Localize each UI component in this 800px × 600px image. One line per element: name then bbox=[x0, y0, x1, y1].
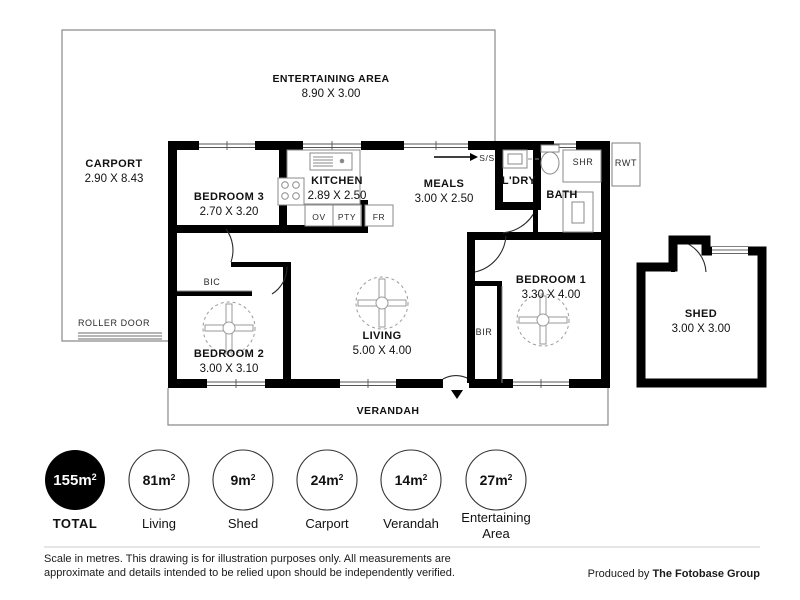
footer: Scale in metres. This drawing is for ill… bbox=[44, 552, 760, 580]
ceiling-fan-living bbox=[355, 276, 409, 330]
closet-lines bbox=[177, 286, 503, 383]
verandah-badge-value: 14m2 bbox=[395, 472, 428, 488]
label-bath: BATH bbox=[546, 189, 577, 201]
living-badge-circle bbox=[128, 449, 190, 511]
entertaining-badge-name-line1: Entertaining bbox=[461, 510, 530, 525]
verandah-badge-name: Verandah bbox=[383, 516, 439, 531]
label-kitchen: KITCHEN bbox=[311, 175, 363, 187]
label-ss: S/S bbox=[479, 153, 495, 163]
sink-icon bbox=[313, 156, 345, 167]
carport-badge-value: 24m2 bbox=[311, 472, 344, 488]
total-badge-name: TOTAL bbox=[53, 516, 98, 531]
dim-meals: 3.00 X 2.50 bbox=[415, 193, 474, 205]
laundry-fittings bbox=[502, 149, 528, 169]
label-bic: BIC bbox=[204, 277, 221, 287]
label-fr: FR bbox=[373, 212, 386, 222]
roller-door-symbol bbox=[78, 332, 162, 340]
dim-living: 5.00 X 4.00 bbox=[353, 345, 412, 357]
verandah-badge-circle bbox=[380, 449, 442, 511]
entry-door bbox=[442, 375, 470, 399]
dim-bedroom-3: 2.70 X 3.20 bbox=[200, 206, 259, 218]
direction-arrow-icon bbox=[434, 153, 478, 161]
entertaining-badge-name-line2: Area bbox=[482, 526, 510, 541]
entertaining-area-outline bbox=[168, 29, 496, 145]
footer-disclaimer: Scale in metres. This drawing is for ill… bbox=[44, 552, 455, 580]
carport-badge-circle bbox=[296, 449, 358, 511]
door-swings bbox=[225, 208, 707, 295]
label-ov: OV bbox=[312, 212, 325, 222]
carport-badge-name: Carport bbox=[305, 516, 349, 531]
cooktop-icon bbox=[277, 177, 305, 206]
label-bedroom-2: BEDROOM 2 bbox=[194, 348, 264, 360]
living-badge-name: Living bbox=[142, 516, 176, 531]
dim-bedroom-1: 3.30 X 4.00 bbox=[522, 289, 581, 301]
windows-bottom bbox=[207, 379, 569, 388]
verandah-outline bbox=[167, 388, 609, 426]
entertaining-badge-value: 27m2 bbox=[480, 472, 513, 488]
label-carport: CARPORT bbox=[85, 158, 142, 170]
kitchen-fittings bbox=[286, 149, 361, 205]
area-legend-item-total: 155m2 TOTAL bbox=[45, 450, 105, 531]
label-bedroom-3: BEDROOM 3 bbox=[194, 191, 264, 203]
shed-badge-value: 9m2 bbox=[231, 472, 256, 488]
shed-badge-name: Shed bbox=[228, 516, 258, 531]
ceiling-fan-bedroom2 bbox=[202, 301, 256, 355]
label-shed: SHED bbox=[685, 308, 717, 320]
dim-kitchen: 2.89 X 2.50 bbox=[308, 190, 367, 202]
label-laundry: L'DRY bbox=[502, 175, 536, 187]
total-badge-circle bbox=[45, 450, 105, 510]
shed-badge-circle bbox=[212, 449, 274, 511]
label-bedroom-1: BEDROOM 1 bbox=[516, 274, 586, 286]
footer-credit: Produced by The Fotobase Group bbox=[588, 552, 760, 580]
label-living: LIVING bbox=[362, 330, 401, 342]
living-badge-value: 81m2 bbox=[143, 472, 176, 488]
disclaimer-line-2: approximate and details intended to be r… bbox=[44, 567, 455, 579]
annotation-labels: ROLLER DOOR BIC BIR OV PTY FR S/S SHR RW… bbox=[78, 153, 637, 337]
area-legend-item-carport: 24m2 Carport bbox=[296, 449, 358, 531]
area-legend: 155m2 TOTAL 81m2 Living 9m2 Shed bbox=[45, 449, 531, 541]
label-shr: SHR bbox=[573, 157, 594, 167]
area-legend-item-shed: 9m2 Shed bbox=[212, 449, 274, 531]
outdoor-outlines bbox=[61, 29, 609, 426]
area-legend-item-verandah: 14m2 Verandah bbox=[380, 449, 442, 531]
dim-entertaining-area: 8.90 X 3.00 bbox=[302, 88, 361, 100]
entertaining-badge-circle bbox=[465, 449, 527, 511]
label-entertaining-area: ENTERTAINING AREA bbox=[272, 73, 389, 85]
label-roller-door: ROLLER DOOR bbox=[78, 318, 150, 328]
windows-top bbox=[199, 141, 576, 150]
label-meals: MEALS bbox=[424, 178, 465, 190]
rwt-tank bbox=[611, 142, 641, 187]
shed-structure bbox=[636, 235, 767, 388]
label-verandah: VERANDAH bbox=[357, 405, 420, 417]
disclaimer-line-1: Scale in metres. This drawing is for ill… bbox=[44, 553, 451, 565]
area-legend-item-living: 81m2 Living bbox=[128, 449, 190, 531]
kitchen-cabinets bbox=[304, 204, 394, 227]
room-text-labels: CARPORT 2.90 X 8.43 ENTERTAINING AREA 8.… bbox=[85, 73, 731, 417]
dim-carport: 2.90 X 8.43 bbox=[85, 173, 144, 185]
dim-shed: 3.00 X 3.00 bbox=[672, 323, 731, 335]
hall-wall-stubs bbox=[231, 262, 287, 267]
label-rwt: RWT bbox=[615, 158, 637, 168]
label-bir: BIR bbox=[476, 327, 493, 337]
area-legend-item-entertaining: 27m2 Entertaining Area bbox=[461, 449, 531, 541]
credit-prefix: Produced by bbox=[587, 568, 653, 580]
ceiling-fan-bedroom1 bbox=[516, 293, 570, 347]
total-badge-value: 155m2 bbox=[53, 472, 96, 489]
bath-fittings bbox=[540, 144, 602, 233]
label-pty: PTY bbox=[338, 212, 356, 222]
dim-bedroom-2: 3.00 X 3.10 bbox=[200, 363, 259, 375]
carport-outline bbox=[61, 29, 168, 342]
credit-brand: The Fotobase Group bbox=[652, 568, 760, 580]
